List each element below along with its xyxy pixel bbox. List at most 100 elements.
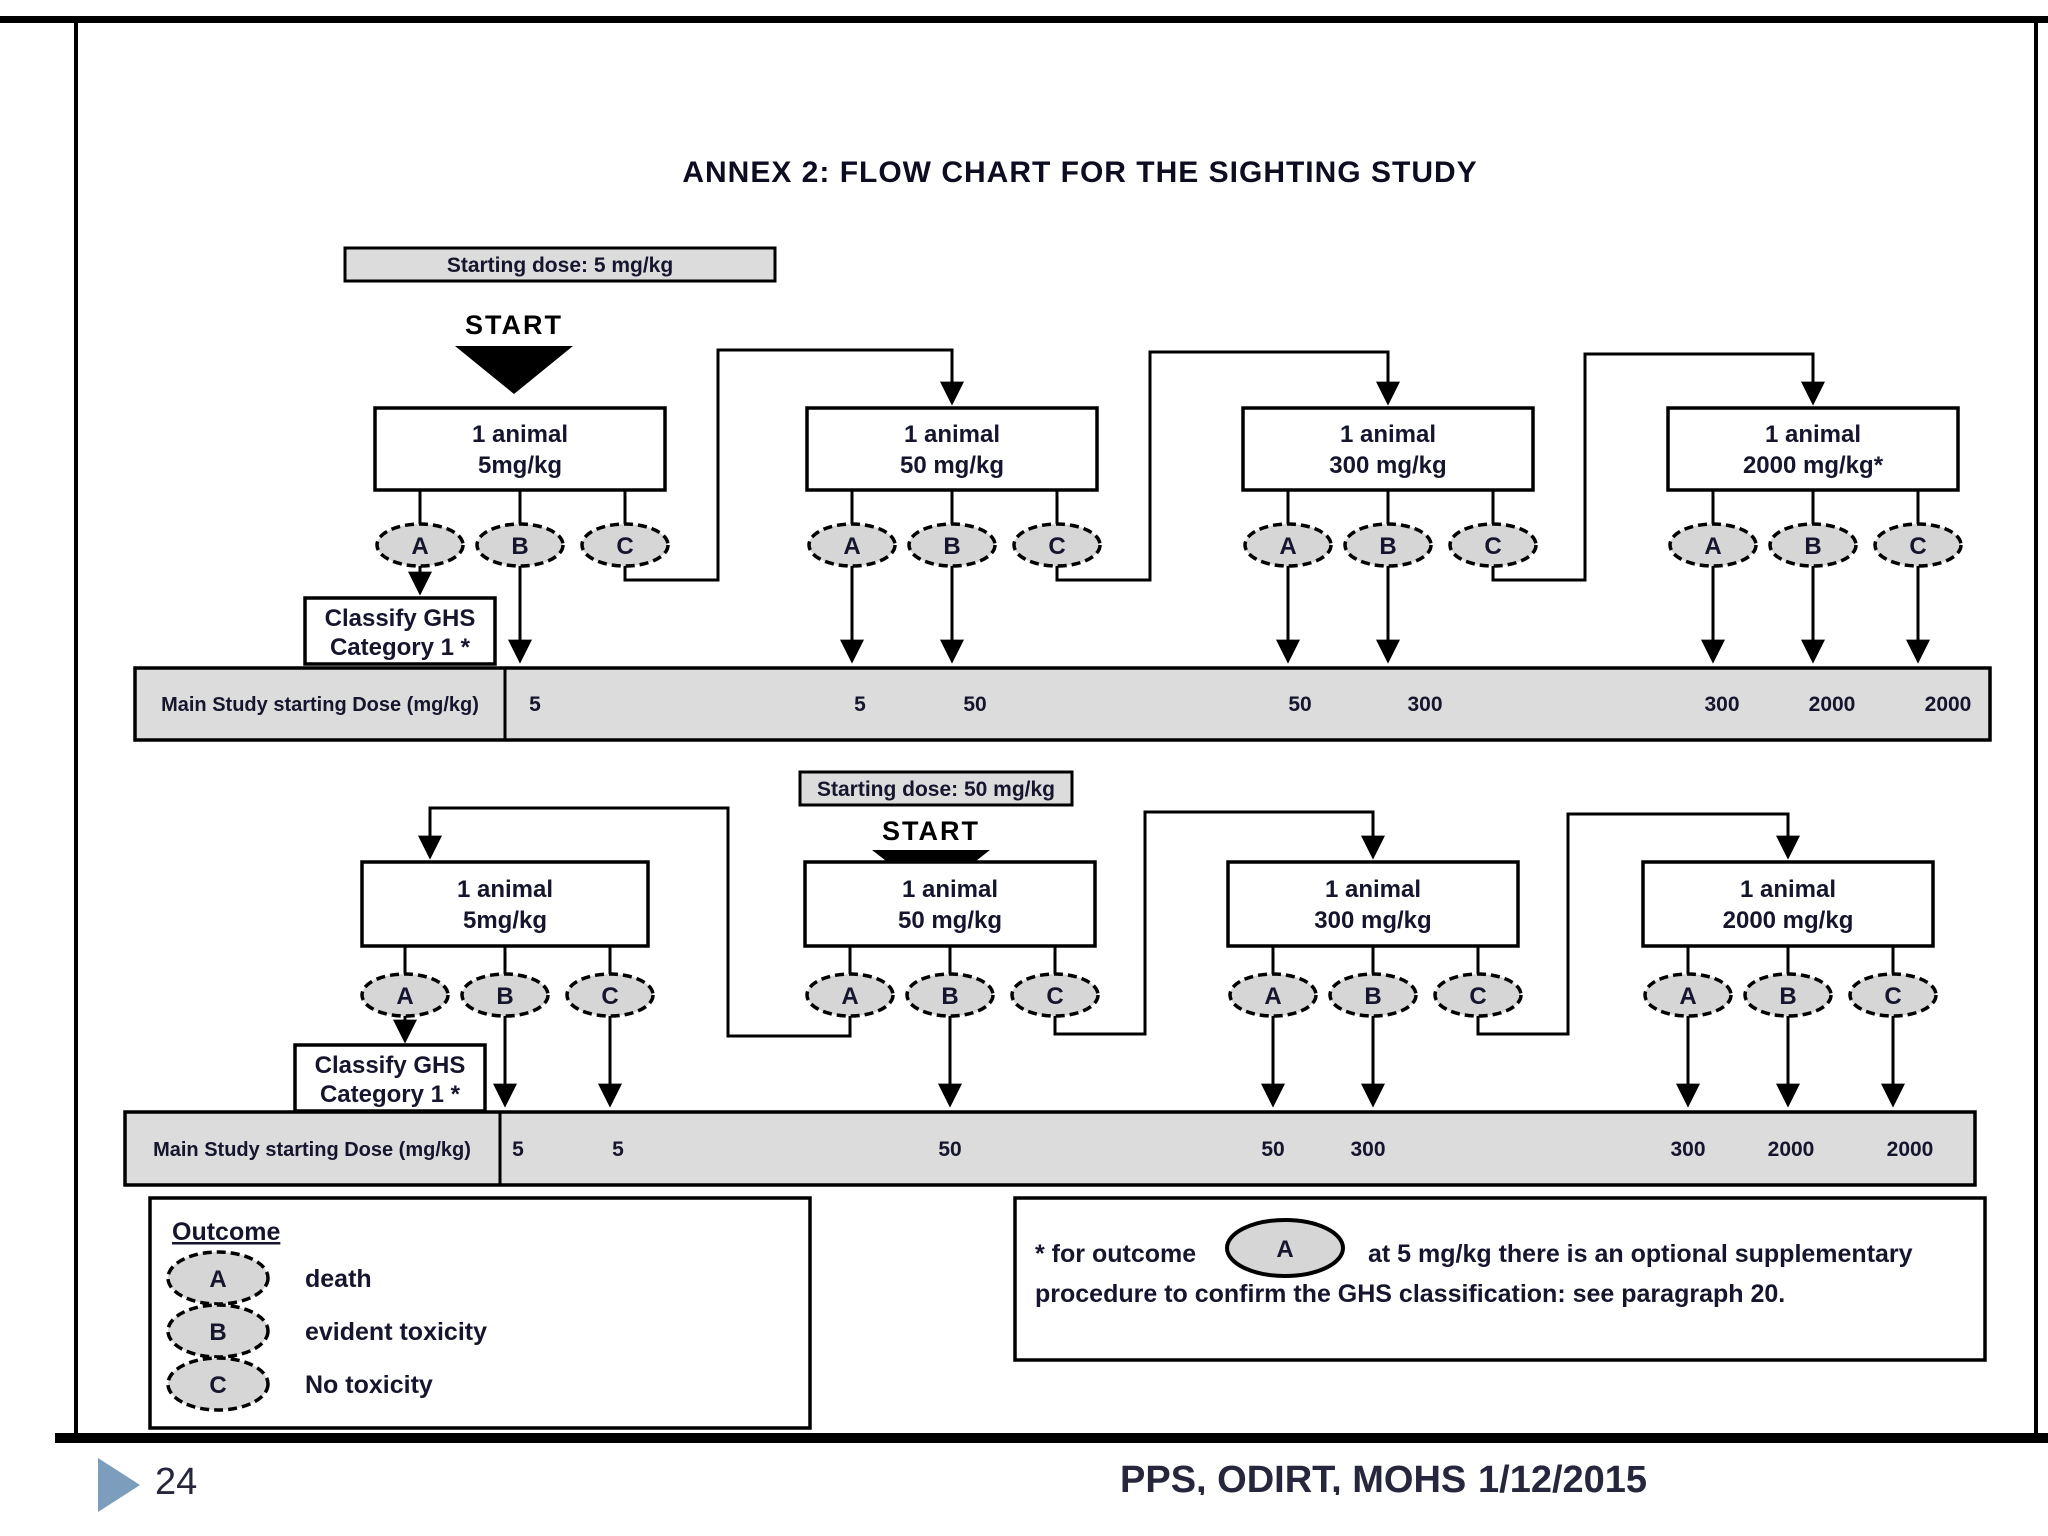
footnote-line1: at 5 mg/kg there is an optional suppleme…: [1368, 1240, 1913, 1268]
dose-box-300: [1241, 406, 1535, 492]
outcome-oval-b: [905, 972, 995, 1018]
connector-c300-to-2000: [1491, 352, 1825, 582]
dose-box-2000-line2: 2000 mg/kg: [1723, 907, 1854, 934]
outcome-letter: C: [1046, 983, 1063, 1010]
slide-footer: 24 PPS, ODIRT, MOHS 1/12/2015: [98, 1458, 2048, 1536]
classify-line2: Category 1 *: [320, 1081, 461, 1108]
footer-credits: PPS, ODIRT, MOHS: [1120, 1459, 1466, 1501]
sighting-diagram-1: Starting dose: 5 mg/kg START 1 animal 5m…: [133, 246, 1992, 742]
outcome-oval-b: [460, 972, 550, 1018]
outcome-letter: B: [1804, 533, 1821, 560]
page-title: ANNEX 2: FLOW CHART FOR THE SIGHTING STU…: [682, 156, 1477, 189]
bar-value: 5: [854, 693, 866, 716]
main-study-dose-bar: [133, 666, 1992, 742]
outcome-letter: C: [601, 983, 618, 1010]
legend-oval-c: [166, 1356, 270, 1412]
outcome-oval-b: [907, 522, 997, 568]
outcome-letter: A: [841, 983, 858, 1010]
legend-code: C: [209, 1372, 226, 1399]
bar-value: 2000: [1925, 693, 1972, 716]
bar-label: Main Study starting Dose (mg/kg): [161, 694, 479, 716]
frame-bottom-line: [55, 1433, 2048, 1443]
dose-box-300-line1: 1 animal: [1340, 421, 1436, 448]
outcome-letter: C: [1884, 983, 1901, 1010]
dose-box-2000-line2: 2000 mg/kg*: [1743, 452, 1884, 479]
dose-box-300-line2: 300 mg/kg: [1314, 907, 1431, 934]
bar-value: 2000: [1809, 693, 1856, 716]
footnote-border: [1013, 1196, 1987, 1362]
dose-box-2000: [1641, 860, 1935, 948]
stems-box-300: [1286, 490, 1495, 524]
bar-value: 300: [1670, 1138, 1705, 1161]
outcome-oval-b: [475, 522, 565, 568]
dose-box-2000-line1: 1 animal: [1740, 876, 1836, 903]
outcome-oval-b: [1328, 972, 1418, 1018]
dose-box-5-line1: 1 animal: [472, 421, 568, 448]
legend-label: evident toxicity: [305, 1318, 487, 1346]
classify-line1: Classify GHS: [315, 1052, 466, 1079]
outcome-oval-c: [580, 522, 670, 568]
outcome-oval-b: [1343, 522, 1433, 568]
dose-box-50-line2: 50 mg/kg: [900, 452, 1004, 479]
outcome-oval-c: [1848, 972, 1938, 1018]
stems-box-50: [850, 490, 1059, 524]
outcome-oval-a: [1643, 972, 1733, 1018]
outcome-letter: C: [1909, 533, 1926, 560]
footer-arrow-icon: [98, 1458, 140, 1512]
outcome-oval-c: [1012, 522, 1102, 568]
dose-box-50: [803, 860, 1097, 948]
stems-box-2000: [1711, 490, 1920, 524]
starting-dose-label: Starting dose: 50 mg/kg: [817, 778, 1055, 801]
bar-label: Main Study starting Dose (mg/kg): [153, 1139, 471, 1161]
outcome-oval-c: [1010, 972, 1100, 1018]
legend-code: B: [209, 1319, 226, 1346]
dose-box-300-line2: 300 mg/kg: [1329, 452, 1446, 479]
stems-box-5: [418, 490, 627, 524]
dose-box-50: [805, 406, 1099, 492]
outcome-oval-a: [1668, 522, 1758, 568]
classify-ghs-box: [303, 596, 497, 666]
outcome-letter: B: [1364, 983, 1381, 1010]
dose-box-50-line1: 1 animal: [902, 876, 998, 903]
stems-box-300: [1271, 946, 1480, 974]
outcome-letter: B: [941, 983, 958, 1010]
outcome-oval-a: [805, 972, 895, 1018]
legend-heading: Outcome: [172, 1218, 280, 1246]
dose-box-2000-line1: 1 animal: [1765, 421, 1861, 448]
outcome-oval-c: [1448, 522, 1538, 568]
dose-box-5-line1: 1 animal: [457, 876, 553, 903]
frame-top-line: [0, 16, 2048, 23]
outcome-oval-a: [375, 522, 465, 568]
outcome-letter: A: [411, 533, 428, 560]
outcome-oval-b: [1768, 522, 1858, 568]
legend-label: No toxicity: [305, 1371, 433, 1399]
dose-box-50-line1: 1 animal: [904, 421, 1000, 448]
connector-c300-to-2000: [1476, 812, 1800, 1036]
frame-right-line: [2034, 16, 2038, 1440]
outcome-letter: A: [1279, 533, 1296, 560]
outcome-letter: A: [396, 983, 413, 1010]
footnote-oval-letter: A: [1276, 1236, 1293, 1263]
classify-ghs-box: [293, 1043, 487, 1113]
start-arrow-icon: [455, 346, 573, 394]
outcome-oval-a: [360, 972, 450, 1018]
bar-value: 300: [1407, 693, 1442, 716]
outcome-letter: C: [1484, 533, 1501, 560]
legend-code: A: [209, 1266, 226, 1293]
starting-dose-label: Starting dose: 5 mg/kg: [447, 254, 673, 277]
outcome-letter: B: [943, 533, 960, 560]
outcome-oval-b: [1743, 972, 1833, 1018]
bar-value: 5: [529, 693, 541, 716]
dose-box-5-line2: 5mg/kg: [478, 452, 562, 479]
stems-box-50: [848, 946, 1057, 974]
main-study-dose-bar: [123, 1110, 1977, 1187]
start-label: START: [465, 310, 563, 340]
starting-dose-box: [343, 246, 777, 283]
outcome-letter: B: [1779, 983, 1796, 1010]
dose-box-5: [360, 860, 650, 948]
footer-date: 1/12/2015: [1478, 1459, 1647, 1501]
dose-box-50-line2: 50 mg/kg: [898, 907, 1002, 934]
footnote-oval-a: [1225, 1218, 1345, 1278]
